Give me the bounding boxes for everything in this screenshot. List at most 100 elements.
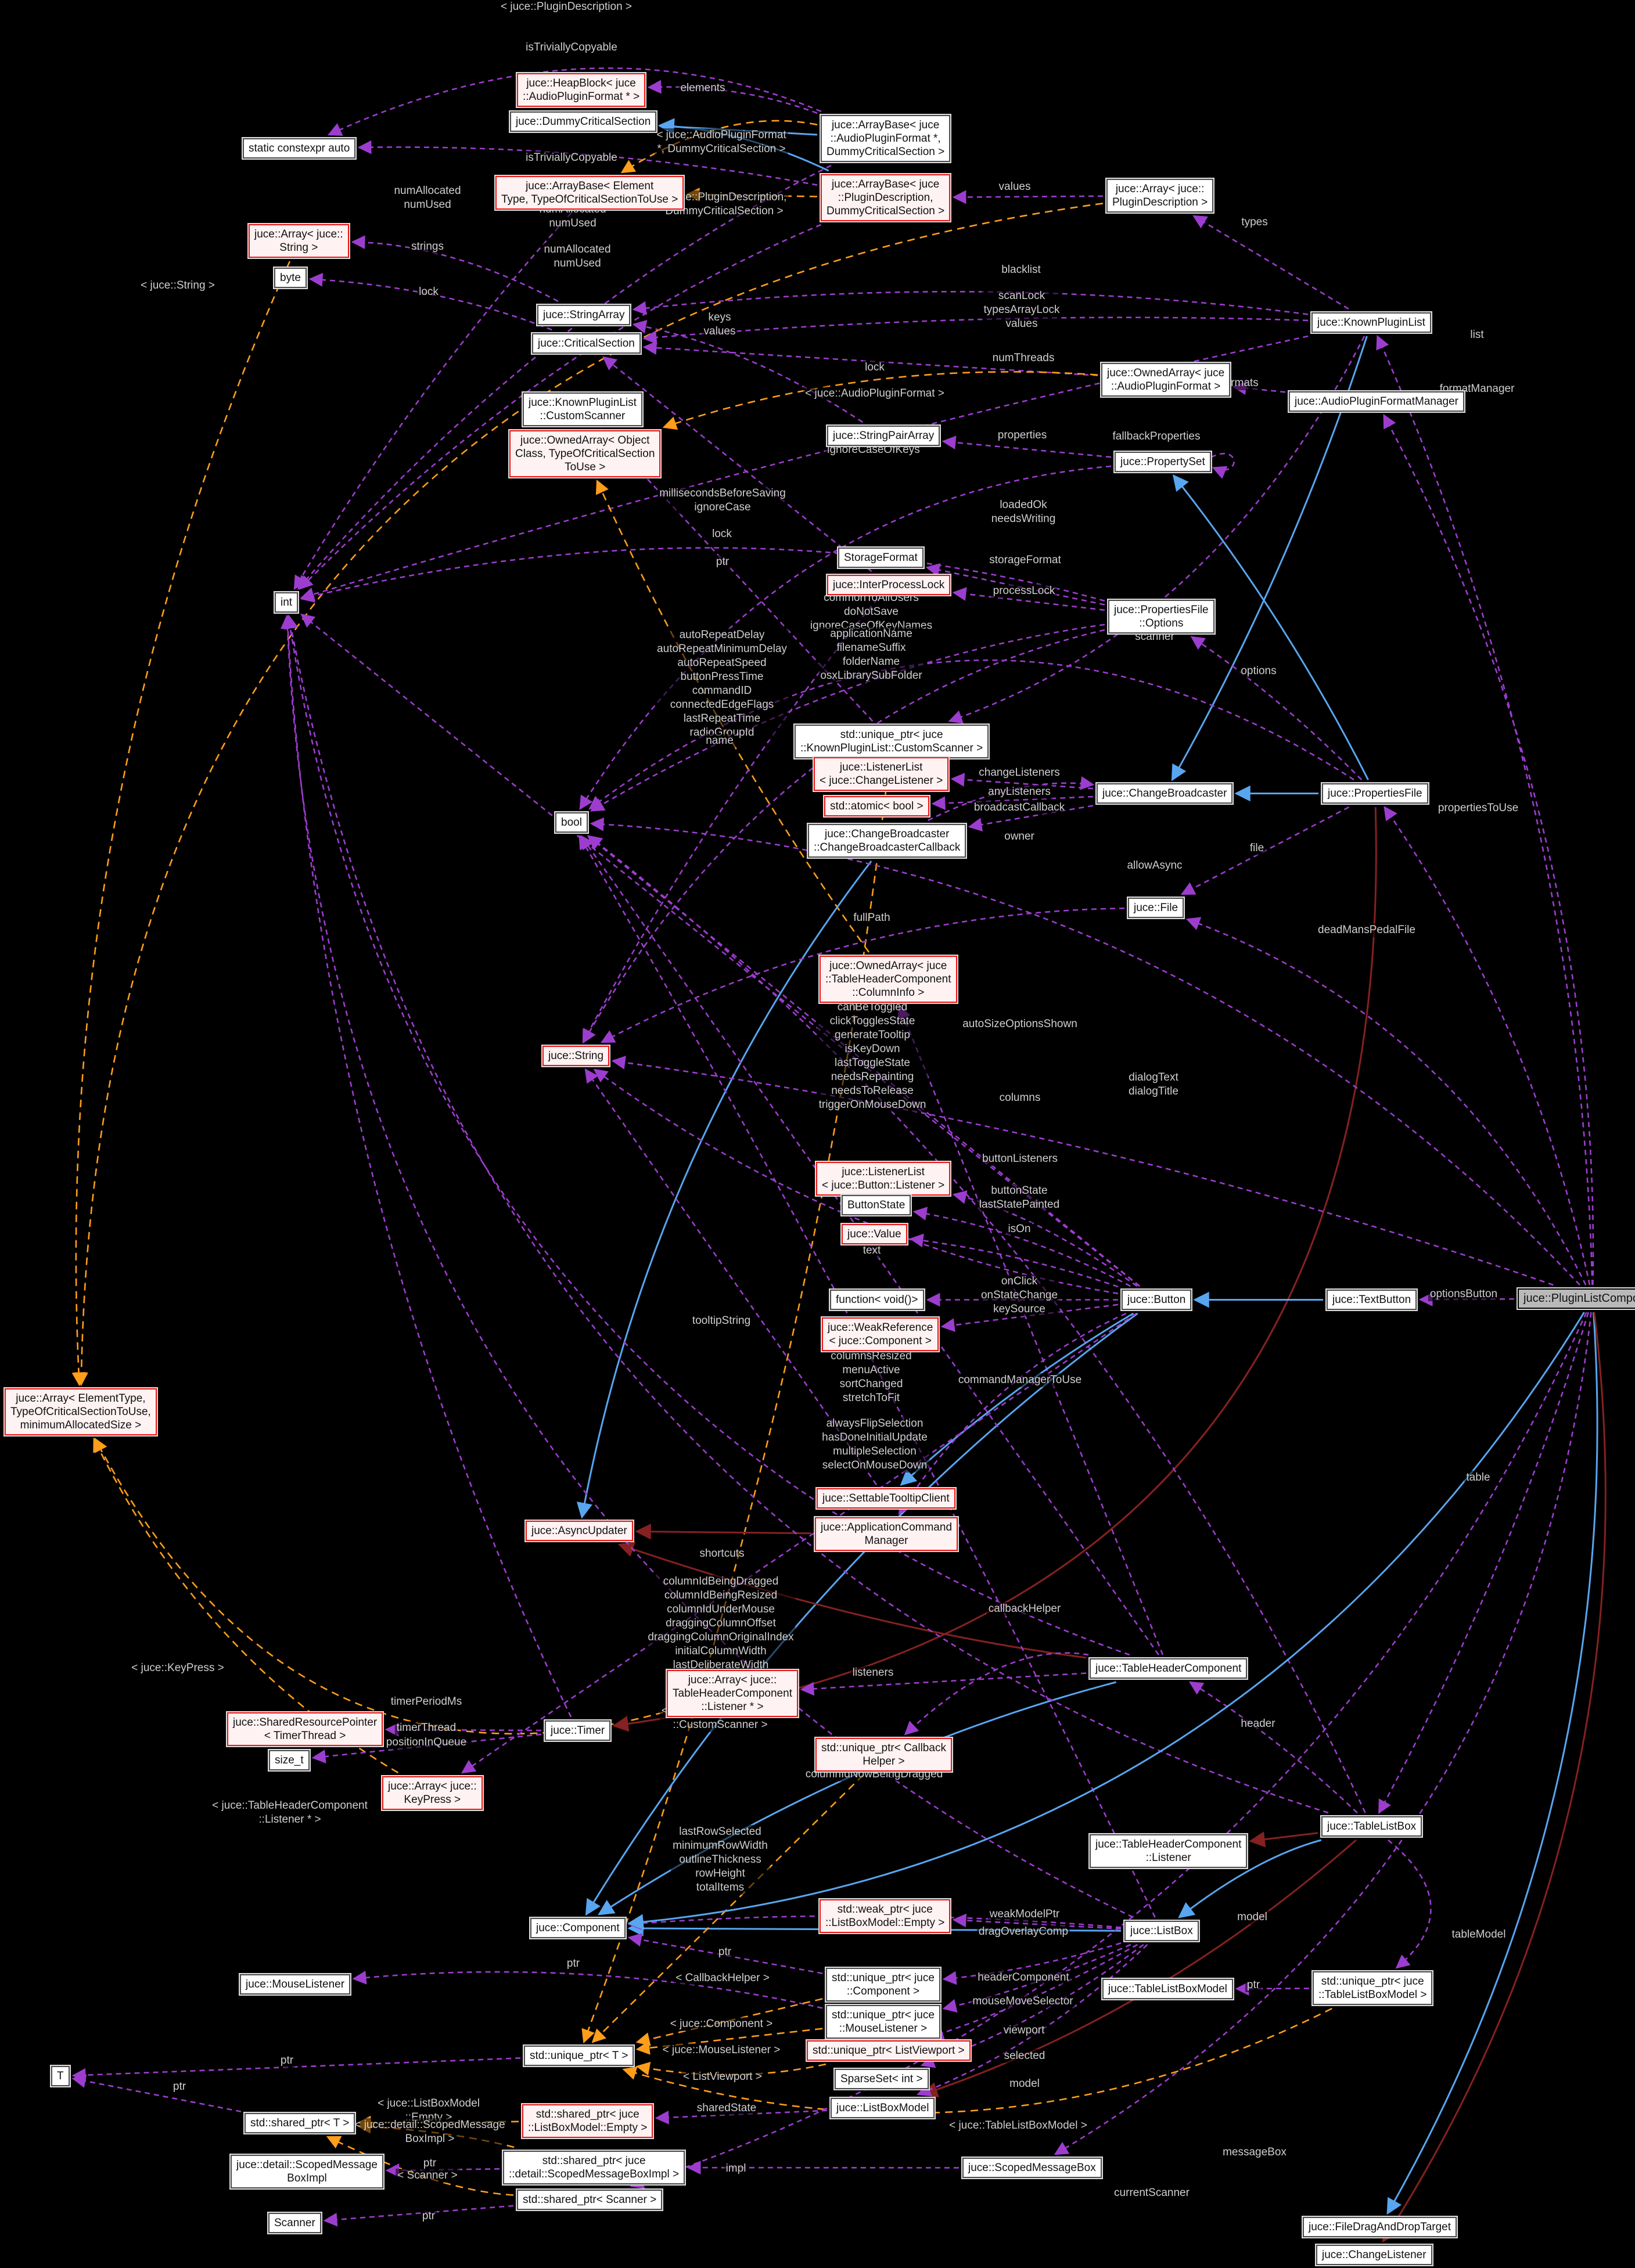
class-node-heapblock[interactable]: juce::HeapBlock< juce ::AudioPluginForma… [517,73,646,107]
class-node-propertyset[interactable]: juce::PropertySet [1115,452,1211,472]
class-node-byte[interactable]: byte [274,268,307,288]
class-node-uptr-listviewport[interactable]: std::unique_ptr< ListViewport > [807,2040,971,2061]
class-node-sptr-empty[interactable]: std::shared_ptr< juce ::ListBoxModel::Em… [522,2104,653,2138]
edge-knownpluginlist-to-stringarray [632,290,1309,315]
class-node-stringarray[interactable]: juce::StringArray [537,305,631,325]
class-node-dummycs[interactable]: juce::DummyCriticalSection [510,111,657,132]
class-node-buttonstate[interactable]: ButtonState [842,1195,911,1215]
class-node-ownedarray-oc[interactable]: juce::OwnedArray< Object Class, TypeOfCr… [509,430,661,477]
edge-label: < juce::AudioPluginFormat *, DummyCritic… [655,128,788,156]
class-node-interprocesslock[interactable]: juce::InterProcessLock [827,575,951,595]
class-node-changelistener[interactable]: juce::ChangeListener [1316,2245,1432,2265]
class-node-mouselistener[interactable]: juce::MouseListener [240,1974,351,1995]
class-node-button[interactable]: juce::Button [1122,1290,1192,1310]
edge-apfm-to-ownedarray-apf [1232,381,1286,395]
class-node-plc[interactable]: juce::PluginListComponent [1518,1288,1635,1309]
class-node-int[interactable]: int [275,592,299,613]
class-node-tlb[interactable]: juce::TableListBox [1321,1816,1422,1837]
class-node-listboxmodel[interactable]: juce::ListBoxModel [831,2098,935,2118]
class-node-stringpairarray[interactable]: juce::StringPairArray [827,426,940,446]
class-node-staticconstexpr[interactable]: static constexpr auto [243,138,356,159]
class-node-ownedarray-ci[interactable]: juce::OwnedArray< juce ::TableHeaderComp… [820,956,957,1003]
class-node-options[interactable]: juce::PropertiesFile ::Options [1108,600,1214,633]
class-node-acm[interactable]: juce::ApplicationCommand Manager [815,1517,958,1551]
class-node-arraybase-apf[interactable]: juce::ArrayBase< juce ::AudioPluginForma… [821,115,951,162]
class-node-ll-buttonlistener[interactable]: juce::ListenerList < juce::Button::Liste… [816,1162,951,1196]
class-node-uptr-cbhelper[interactable]: std::unique_ptr< Callback Helper > [815,1738,952,1772]
edge-label: properties [996,429,1049,442]
edge-label: selected [1002,2049,1047,2063]
class-node-t[interactable]: T [51,2066,70,2086]
class-node-textbutton[interactable]: juce::TextButton [1327,1290,1417,1310]
class-node-array-pd[interactable]: juce::Array< juce:: PluginDescription > [1106,179,1214,213]
edge-label: name [704,734,735,748]
class-node-sptr-scanner[interactable]: std::shared_ptr< Scanner > [517,2190,663,2210]
class-node-component[interactable]: juce::Component [530,1918,626,1938]
class-node-propertiesfile[interactable]: juce::PropertiesFile [1322,783,1428,804]
class-node-fdadt[interactable]: juce::FileDragAndDropTarget [1303,2217,1457,2237]
class-node-uptr-component[interactable]: std::unique_ptr< juce ::Component > [826,1968,940,2001]
class-node-arraybase-et[interactable]: juce::ArrayBase< Element Type, TypeOfCri… [495,176,684,210]
edge-stringpairarray-to-stringarray [632,319,863,423]
class-node-uptr-customscanner[interactable]: std::unique_ptr< juce ::KnownPluginList:… [795,725,989,758]
class-node-weakref-comp[interactable]: juce::WeakReference < juce::Component > [822,1317,939,1351]
class-node-uptr-t[interactable]: std::unique_ptr< T > [524,2046,634,2066]
class-node-cbcallback[interactable]: juce::ChangeBroadcaster ::ChangeBroadcas… [808,824,966,858]
edge-listbox-to-int [281,614,1134,1918]
class-node-array-thcl[interactable]: juce::Array< juce:: TableHeaderComponent… [667,1670,798,1717]
class-node-customscanner[interactable]: juce::KnownPluginList ::CustomScanner [523,393,642,426]
class-node-uptr-mouselistener[interactable]: std::unique_ptr< juce ::MouseListener > [826,2005,940,2039]
edge-label: lock [710,527,734,541]
class-node-knownpluginlist[interactable]: juce::KnownPluginList [1311,312,1431,333]
class-node-ownedarray-apf[interactable]: juce::OwnedArray< juce ::AudioPluginForm… [1101,363,1231,397]
edge-propertyset-to-bool [579,465,1112,811]
edge-listbox-to-uptr-component [942,1942,1122,1985]
class-node-sptr-smbimpl[interactable]: std::shared_ptr< juce ::detail::ScopedMe… [503,2151,685,2184]
edge-plc-to-propertiesfile [1384,806,1591,1286]
class-node-array-keypress[interactable]: juce::Array< juce:: KeyPress > [382,1776,483,1810]
class-node-weakptr-empty[interactable]: std::weak_ptr< juce ::ListBoxModel::Empt… [820,1899,951,1933]
class-node-function-void[interactable]: function< void()> [830,1290,924,1310]
class-node-bool[interactable]: bool [555,812,588,833]
class-node-arraybase-pd[interactable]: juce::ArrayBase< juce ::PluginDescriptio… [821,174,951,221]
class-node-srp-timerthread[interactable]: juce::SharedResourcePointer < TimerThrea… [227,1712,383,1746]
edge-label: dialogText dialogTitle [1127,1071,1180,1099]
class-node-scanner-node[interactable]: Scanner [268,2213,321,2233]
class-node-string[interactable]: juce::String [542,1046,610,1066]
class-node-smbimpl[interactable]: juce::detail::ScopedMessage BoxImpl [231,2155,383,2188]
class-node-uptr-tlbm[interactable]: std::unique_ptr< juce ::TableListBoxMode… [1313,1971,1433,2005]
edge-label: < juce::KeyPress > [130,1661,226,1675]
edge-thc-to-bool [580,835,1159,1655]
class-node-file[interactable]: juce::File [1128,898,1184,918]
class-node-tlbm[interactable]: juce::TableListBoxModel [1102,1979,1233,1999]
edge-label: timerThread [394,1721,458,1735]
class-node-sizet[interactable]: size_t [269,1750,310,1770]
edge-acm-to-asyncupdater [635,1524,812,1540]
class-node-sptr-t[interactable]: std::shared_ptr< T > [245,2113,355,2133]
class-node-sparseset[interactable]: SparseSet< int > [835,2069,929,2089]
class-node-settabletooltip[interactable]: juce::SettableTooltipClient [817,1488,955,1509]
class-node-thc[interactable]: juce::TableHeaderComponent [1090,1658,1248,1679]
class-node-value[interactable]: juce::Value [842,1224,907,1244]
edge-propertiesfile-to-timer [612,807,1377,1732]
class-node-storageformat[interactable]: StorageFormat [838,548,923,568]
edge-plc-to-string [611,1056,1554,1286]
edge-file-to-string [600,908,1125,1043]
class-node-criticalsection[interactable]: juce::CriticalSection [532,333,641,354]
class-node-changebroadcaster[interactable]: juce::ChangeBroadcaster [1097,783,1233,804]
class-node-thc-listener[interactable]: juce::TableHeaderComponent ::Listener [1090,1834,1248,1868]
edge-label: autoRepeatDelay autoRepeatMinimumDelay a… [655,628,789,740]
edge-plc-to-apfm [1383,413,1594,1286]
class-node-array-string[interactable]: juce::Array< juce:: String > [249,224,349,258]
class-node-ll-changelistener[interactable]: juce::ListenerList < juce::ChangeListene… [814,757,949,791]
class-node-atomicbool[interactable]: std::atomic< bool > [824,796,929,816]
class-node-scopedmsgbox[interactable]: juce::ScopedMessageBox [962,2158,1102,2178]
class-node-array-et[interactable]: juce::Array< ElementType, TypeOfCritical… [5,1388,157,1435]
edge-label: columns [997,1091,1043,1105]
class-node-asyncupdater[interactable]: juce::AsyncUpdater [526,1521,633,1541]
class-node-timer[interactable]: juce::Timer [545,1720,611,1741]
class-node-apfm[interactable]: juce::AudioPluginFormatManager [1289,391,1464,412]
edge-ownedarray-apf-to-ownedarray-oc [662,371,1098,430]
edge-arraybase-pd-to-int [299,224,822,590]
class-node-listbox[interactable]: juce::ListBox [1124,1921,1199,1941]
